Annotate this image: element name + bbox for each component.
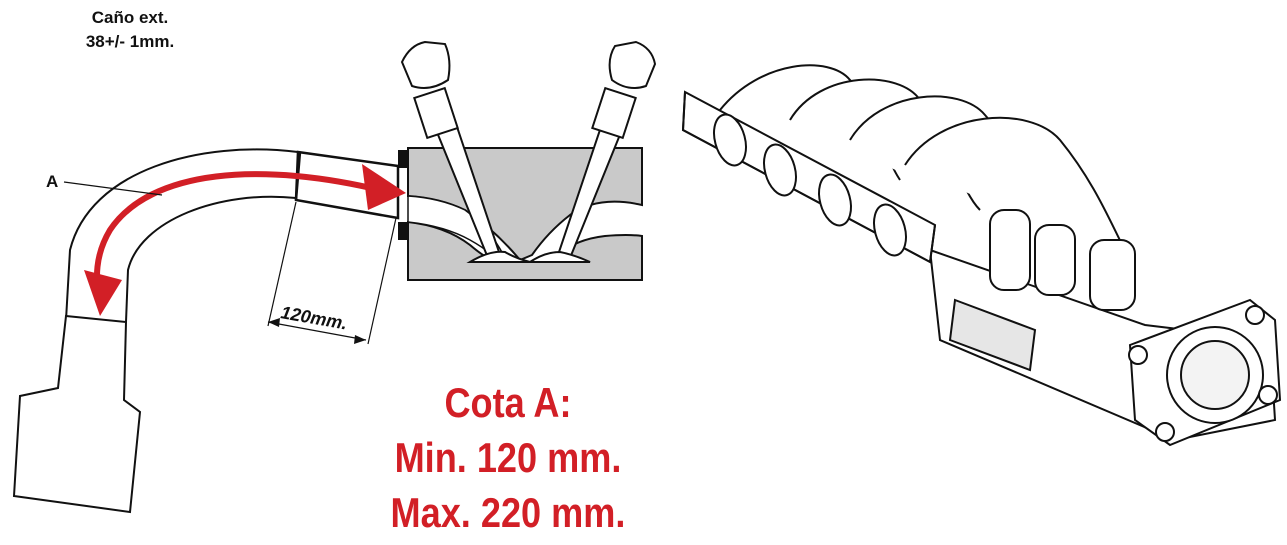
manifold-tube-4 [904,116,1136,266]
valve-left [400,40,531,263]
arrowhead-right-icon [362,164,406,210]
dimension-120 [267,201,397,345]
dim-arrow-left-icon [268,318,280,327]
dimension-label: 120mm. [279,302,349,333]
length-arrow [84,164,406,316]
cota-title: Cota A: [444,379,572,426]
gasket-top [398,150,408,168]
manifold-port-3 [818,173,852,227]
pipe-outer-wall [65,148,299,321]
exhaust-manifold [681,64,1282,447]
dim-arrow-right-icon [354,335,366,344]
pipe-diameter-note: Caño ext. 38+/- 1mm. [50,6,210,54]
pipe-note-line2: 38+/- 1mm. [85,32,175,51]
label-a: A [46,172,59,191]
manifold-bolt-3 [1155,422,1175,442]
label-a-leader [63,181,163,196]
manifold-downpipe-3 [1089,239,1136,311]
manifold-logo-plate [948,298,1037,372]
cota-min: Min. 120 mm. [394,434,622,481]
gasket-bottom [398,222,408,240]
manifold-port-1 [713,113,747,167]
valve-right [526,40,657,263]
manifold-bolt-1 [1128,345,1148,365]
cota-max: Max. 220 mm. [390,489,626,536]
manifold-downpipe-1 [989,209,1031,291]
manifold-outlet-bore [1180,340,1250,410]
cota-block: Cota A: Min. 120 mm. Max. 220 mm. [345,375,672,540]
pipe-slip-joint [12,314,142,514]
cylinder-head [398,40,657,281]
manifold-bolt-4 [1258,385,1278,405]
manifold-port-4 [873,203,907,257]
manifold-port-2 [763,143,797,197]
pipe-note-line1: Caño ext. [91,8,169,27]
arrowhead-down-icon [84,270,122,316]
manifold-bolt-2 [1245,305,1265,325]
pipe-inner-wall [125,195,297,323]
manifold-downpipe-2 [1034,224,1076,296]
